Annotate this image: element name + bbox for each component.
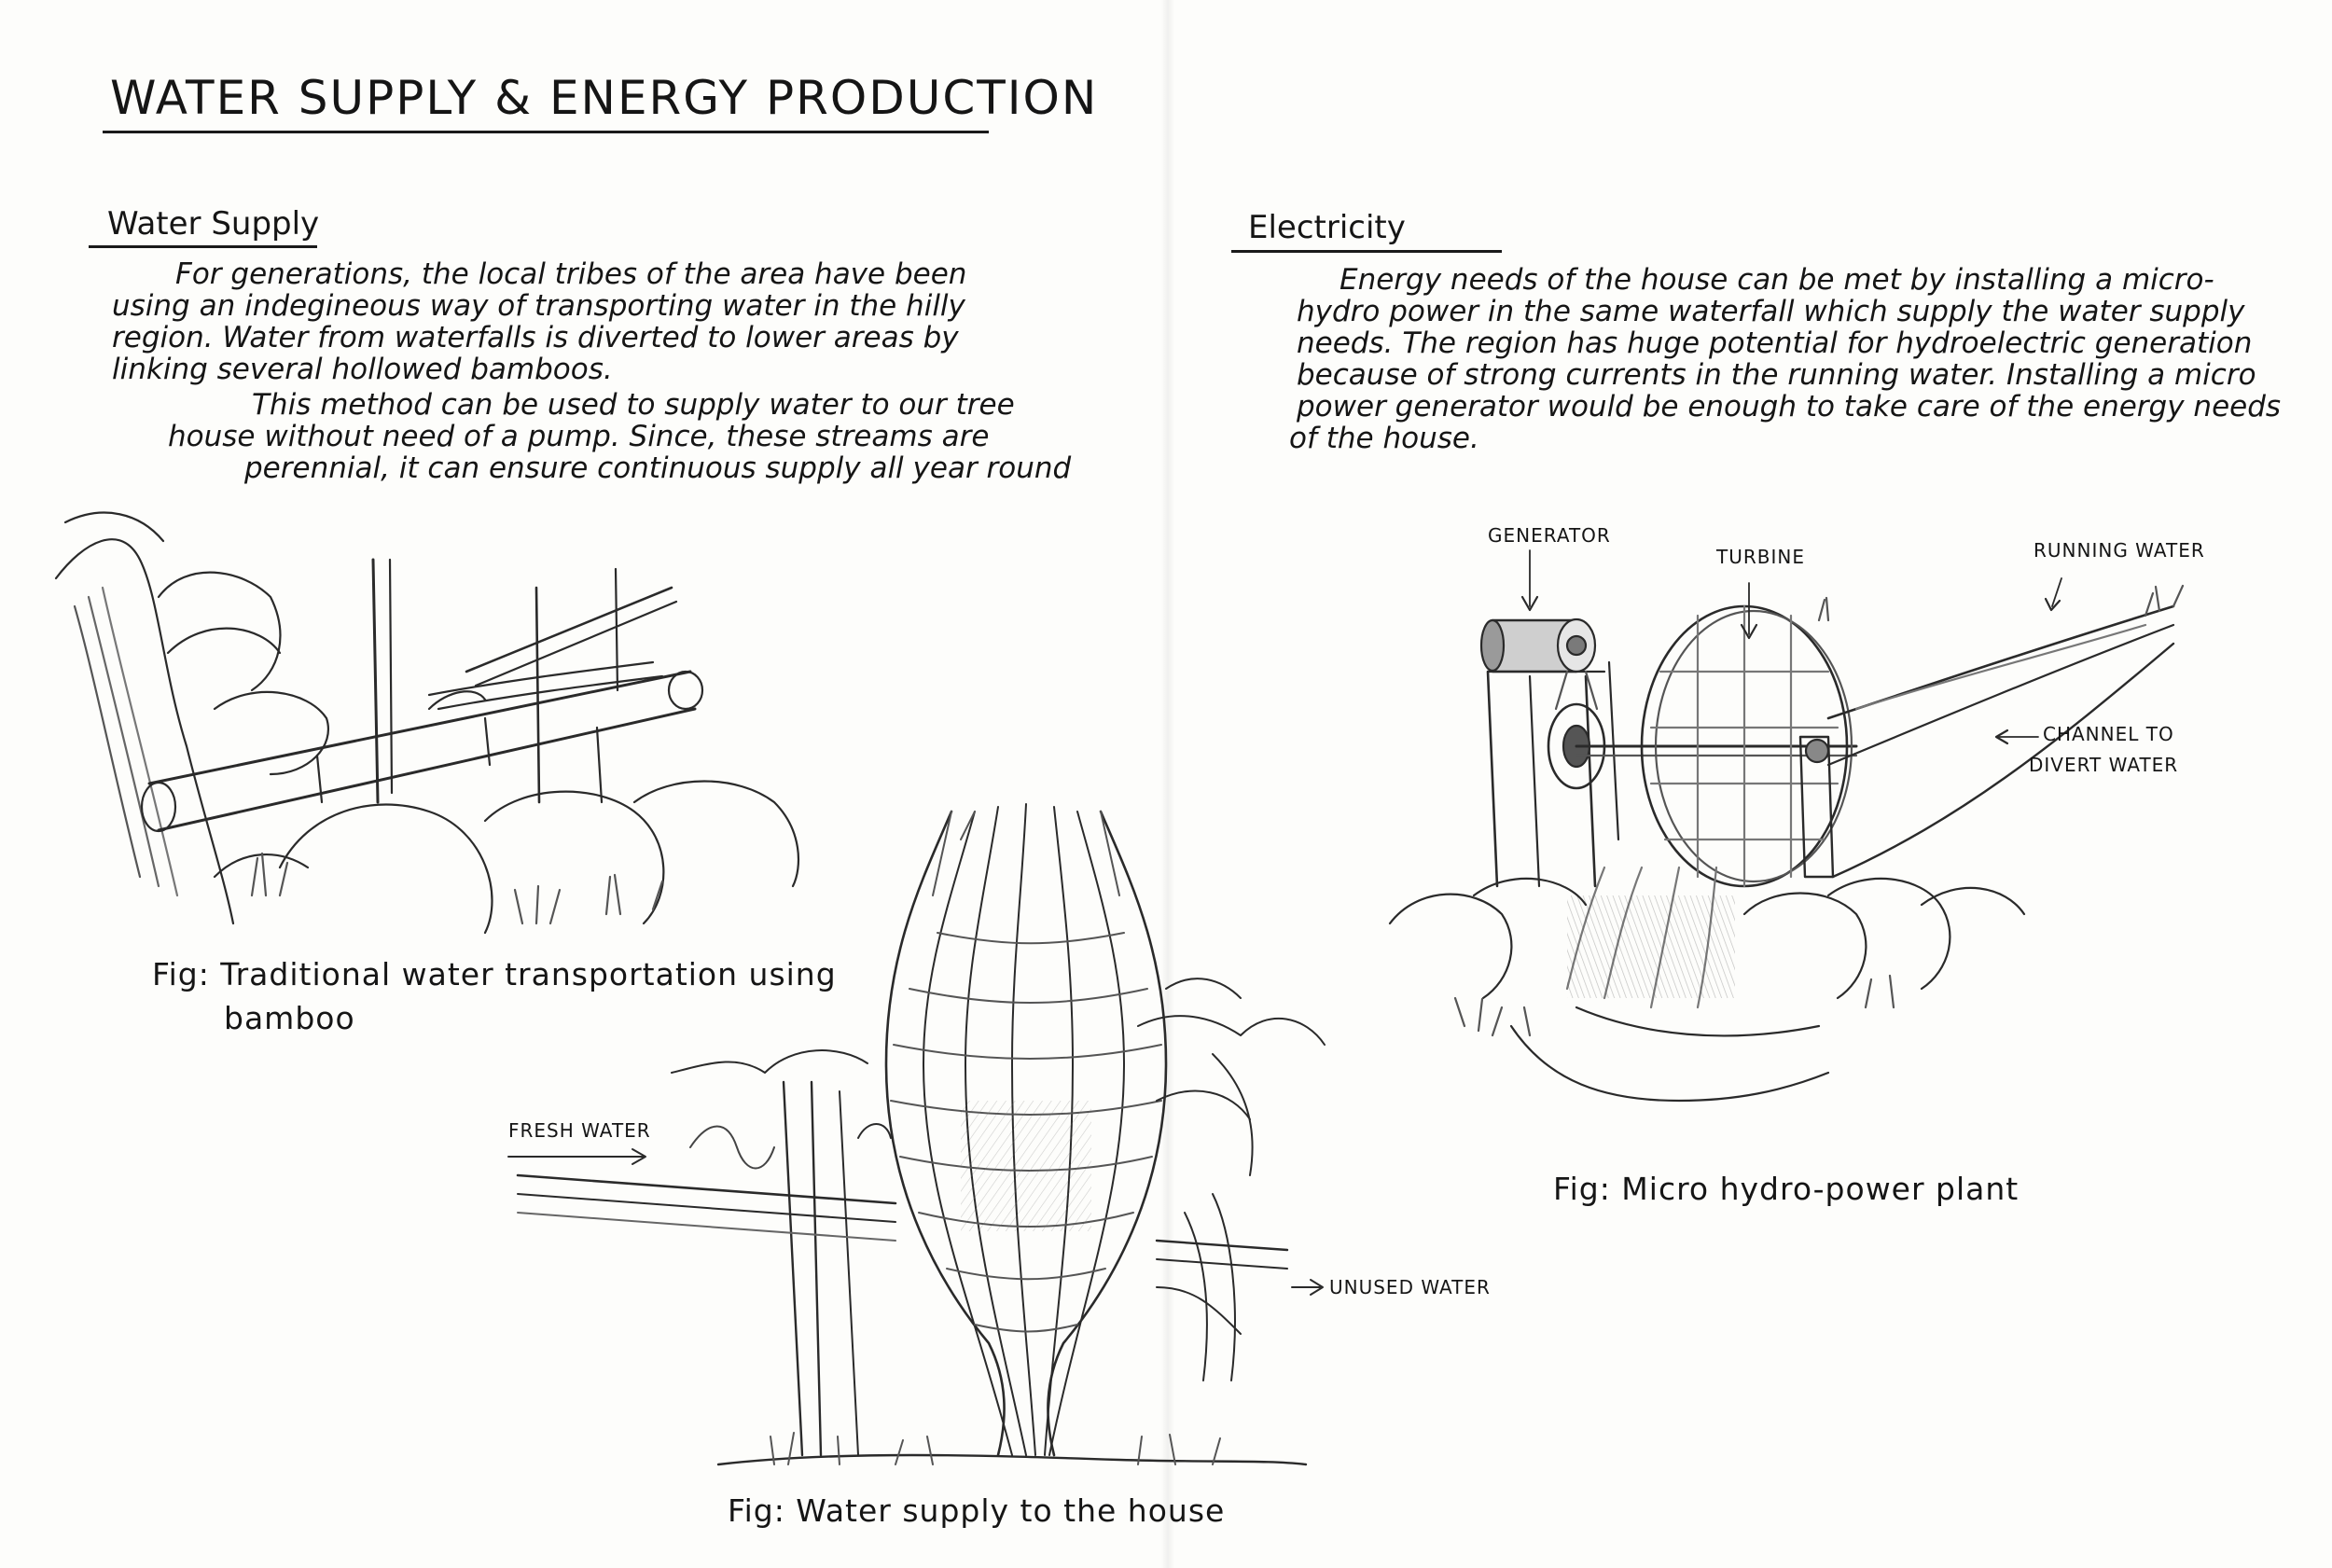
house-caption: Fig: Water supply to the house (728, 1492, 1226, 1529)
electricity-line: power generator would be enough to take … (1297, 390, 2282, 423)
water-line: linking several hollowed bamboos. (112, 353, 613, 386)
page-title: WATER SUPPLY & ENERGY PRODUCTION (110, 71, 1099, 125)
water-line: perennial, it can ensure continuous supp… (244, 451, 1072, 485)
title-underline (103, 131, 989, 133)
water-line: house without need of a pump. Since, the… (168, 420, 990, 453)
electricity-line: needs. The region has huge potential for… (1297, 326, 2253, 360)
electricity-line: hydro power in the same waterfall which … (1297, 295, 2245, 328)
electricity-underline (1231, 250, 1502, 253)
hydro-caption: Fig: Micro hydro-power plant (1553, 1171, 2020, 1207)
water-supply-underline (89, 245, 317, 248)
water-line: For generations, the local tribes of the… (175, 257, 967, 291)
unused-water-label: UNUSED WATER (1329, 1276, 1491, 1298)
channel-label-line2: DIVERT WATER (2029, 754, 2179, 776)
generator-label: GENERATOR (1488, 524, 1611, 547)
bamboo-transport-sketch (54, 511, 800, 935)
water-line: region. Water from waterfalls is diverte… (112, 321, 959, 354)
electricity-heading: Electricity (1248, 209, 1406, 246)
running-water-label: RUNNING WATER (2034, 539, 2205, 562)
water-line: This method can be used to supply water … (252, 388, 1015, 422)
electricity-line: because of strong currents in the runnin… (1297, 358, 2256, 392)
electricity-line: of the house. (1289, 422, 1479, 455)
page-gutter (1161, 0, 1174, 1568)
turbine-label: TURBINE (1716, 546, 1805, 568)
channel-label-line1: CHANNEL TO (2043, 723, 2174, 745)
electricity-line: Energy needs of the house can be met by … (1340, 263, 2214, 297)
water-supply-heading: Water Supply (107, 205, 320, 243)
bamboo-caption-line2: bamboo (224, 1000, 355, 1036)
bamboo-caption-line1: Fig: Traditional water transportation us… (152, 956, 837, 992)
water-line: using an indegineous way of transporting… (112, 289, 965, 323)
tree-house-sketch (507, 803, 1326, 1466)
fresh-water-label: FRESH WATER (508, 1119, 651, 1142)
hydro-plant-sketch (1388, 549, 2185, 1103)
